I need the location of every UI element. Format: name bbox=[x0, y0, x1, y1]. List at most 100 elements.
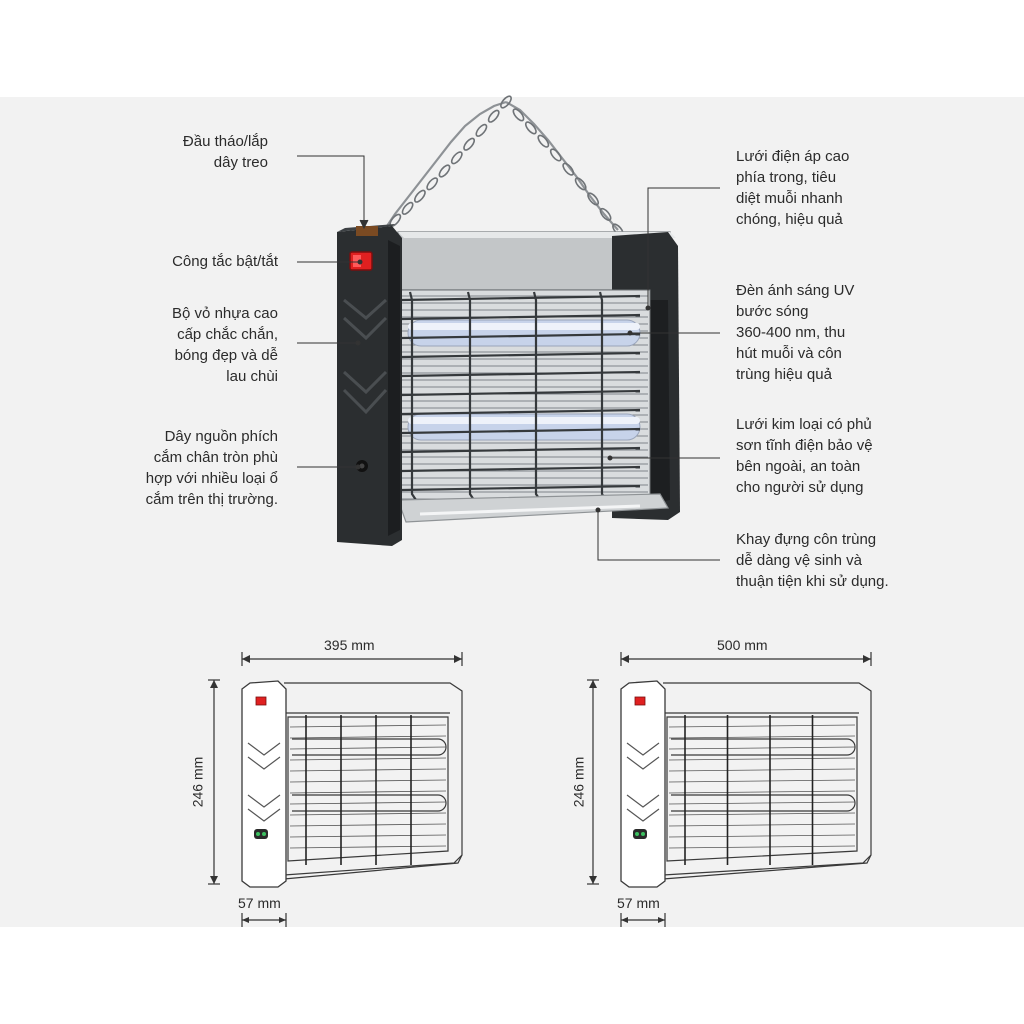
dimension-drawing-stroke bbox=[589, 680, 597, 688]
insect-tray bbox=[397, 493, 670, 523]
dimension-drawing-stroke bbox=[634, 696, 646, 706]
dimension-drawing-stroke bbox=[635, 832, 639, 836]
dimension-width-b: 500 mm bbox=[717, 637, 768, 653]
callout-power-cord: Dây nguồn phích cắm chân tròn phù hợp vớ… bbox=[145, 428, 278, 508]
dimension-drawing-stroke bbox=[668, 746, 856, 750]
chain-link bbox=[599, 207, 612, 221]
dimension-depth-a: 57 mm bbox=[238, 895, 281, 911]
dimension-drawing-stroke bbox=[254, 829, 268, 839]
chain-link bbox=[413, 189, 426, 203]
dimension-drawing-stroke bbox=[289, 845, 447, 849]
dimension-drawing-stroke bbox=[210, 680, 218, 688]
callout-uv-lamp: Đèn ánh sáng UV bước sóng 360-400 nm, th… bbox=[736, 282, 855, 383]
chain-link bbox=[537, 134, 550, 148]
grid-wire bbox=[401, 465, 641, 473]
dimension-drawing-stroke bbox=[668, 834, 856, 838]
dimension-drawing-stroke bbox=[626, 742, 660, 756]
grid-wire bbox=[408, 291, 417, 501]
dimension-drawing-stroke bbox=[662, 854, 872, 880]
housing-chevrons bbox=[342, 298, 388, 415]
dimension-drawing-stroke bbox=[668, 757, 856, 761]
dimension-drawing-stroke bbox=[247, 756, 281, 770]
uv-tubes bbox=[407, 319, 641, 441]
dimension-drawing-stroke bbox=[641, 832, 645, 836]
callout-lines bbox=[297, 155, 720, 561]
chain-link bbox=[512, 108, 525, 122]
dimension-drawing-stroke bbox=[287, 716, 449, 862]
callout-hanger-mount: Đầu tháo/lắp dây treo bbox=[182, 133, 268, 171]
hanger-mount bbox=[356, 226, 378, 236]
dimension-drawing-stroke bbox=[242, 655, 250, 663]
dimension-drawing-stroke bbox=[289, 746, 447, 750]
dimension-drawing-stroke bbox=[668, 724, 856, 728]
dimension-drawing-a bbox=[208, 652, 463, 927]
dimension-drawing-stroke bbox=[255, 696, 267, 706]
chain-link bbox=[487, 109, 500, 123]
chain-link bbox=[438, 164, 451, 178]
dimension-drawing-stroke bbox=[668, 735, 856, 739]
dimension-drawing-stroke bbox=[242, 917, 249, 923]
callout-housing: Bộ vỏ nhựa cao cấp chắc chắn, bóng đẹp v… bbox=[172, 305, 278, 385]
dimension-drawing-stroke bbox=[666, 716, 858, 862]
dimension-drawing-stroke bbox=[633, 829, 647, 839]
dimension-drawing-stroke bbox=[626, 794, 660, 808]
dimension-height-b: 246 mm bbox=[570, 756, 587, 808]
chain-link bbox=[500, 95, 512, 109]
dimension-drawing-stroke bbox=[292, 794, 447, 812]
dimension-drawing-b bbox=[587, 652, 872, 927]
dimension-drawing-stroke bbox=[589, 876, 597, 884]
callout-inner-grid: Lưới điện áp cao phía trong, tiêu diệt m… bbox=[736, 148, 850, 228]
chain-link bbox=[524, 121, 537, 135]
dimension-drawing-stroke bbox=[289, 801, 447, 805]
dimension-drawing-stroke bbox=[671, 794, 856, 812]
dimension-drawing-stroke bbox=[662, 682, 872, 876]
dimension-drawing-stroke bbox=[626, 756, 660, 770]
dimension-drawing-stroke bbox=[283, 854, 463, 880]
hanging-chain bbox=[382, 100, 619, 233]
dimension-drawing-stroke bbox=[247, 794, 281, 808]
grid-wire bbox=[466, 291, 475, 501]
dimension-drawing-stroke bbox=[241, 680, 287, 888]
chain-link bbox=[463, 137, 476, 151]
grid-wire bbox=[401, 332, 641, 340]
dimension-depth-b: 57 mm bbox=[617, 895, 660, 911]
callout-outer-grid: Lưới kim loại có phủ sơn tĩnh điện bảo v… bbox=[736, 416, 873, 496]
chain-link bbox=[587, 192, 600, 206]
dimension-drawing-stroke bbox=[626, 808, 660, 822]
dimension-drawing-stroke bbox=[256, 832, 260, 836]
dimension-drawing-stroke bbox=[658, 917, 665, 923]
dimension-drawing-stroke bbox=[668, 823, 856, 827]
chain-link bbox=[426, 177, 439, 191]
dimension-drawing-stroke bbox=[247, 808, 281, 822]
dimension-drawing-stroke bbox=[668, 779, 856, 783]
grid-wire bbox=[401, 389, 641, 397]
grid-wire bbox=[401, 351, 641, 359]
grid-wire bbox=[401, 370, 641, 378]
dimension-drawing-stroke bbox=[668, 845, 856, 849]
dimension-drawing-stroke bbox=[668, 790, 856, 794]
dimension-drawing-stroke bbox=[668, 801, 856, 805]
device-body bbox=[337, 224, 680, 546]
chain-link bbox=[574, 177, 587, 191]
dimension-drawing-stroke bbox=[621, 917, 628, 923]
dimension-drawing-stroke bbox=[289, 834, 447, 838]
dimension-drawing-stroke bbox=[289, 823, 447, 827]
dimension-drawing-stroke bbox=[279, 917, 286, 923]
dimension-drawing-stroke bbox=[283, 682, 463, 876]
grid-wire bbox=[401, 446, 641, 454]
dimension-drawing-stroke bbox=[247, 742, 281, 756]
chain-link bbox=[475, 123, 488, 137]
dimension-drawing-stroke bbox=[863, 655, 871, 663]
chain-link bbox=[401, 201, 414, 215]
dimension-drawing-stroke bbox=[289, 735, 447, 739]
dimension-drawing-stroke bbox=[620, 680, 666, 888]
grid-wire bbox=[401, 427, 641, 435]
chain-link bbox=[549, 148, 562, 162]
dimension-drawing-stroke bbox=[262, 832, 266, 836]
dimension-drawing-stroke bbox=[289, 768, 447, 772]
dimension-drawing-stroke bbox=[668, 812, 856, 816]
callout-insect-tray: Khay đựng côn trùng dễ dàng vệ sinh và t… bbox=[736, 531, 889, 590]
dimension-drawing-stroke bbox=[668, 768, 856, 772]
dimension-width-a: 395 mm bbox=[324, 637, 375, 653]
